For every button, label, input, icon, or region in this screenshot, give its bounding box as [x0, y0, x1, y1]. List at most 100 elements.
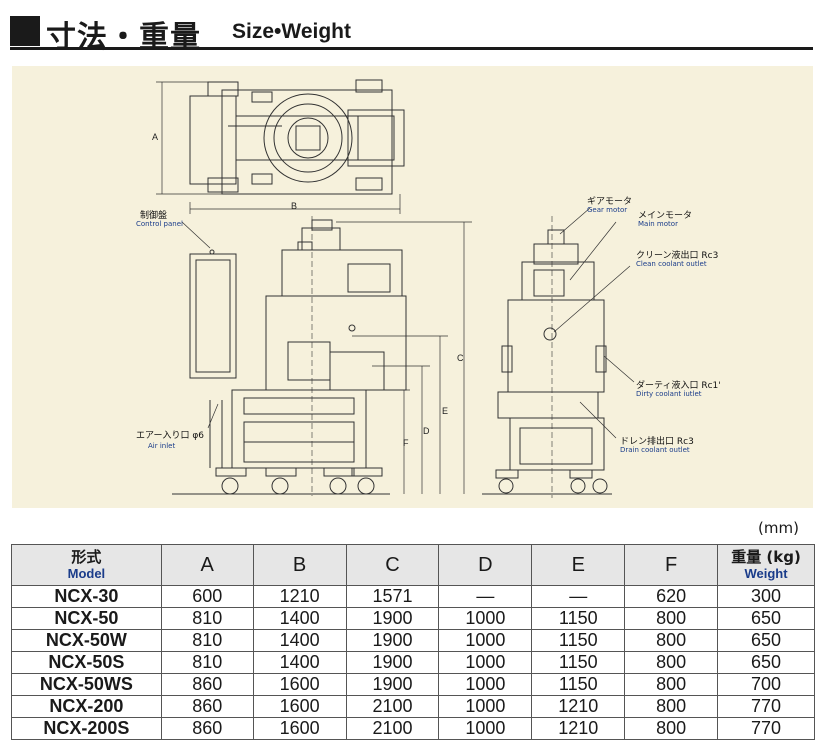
cell-model: NCX-50WS [11, 673, 162, 696]
cell-b: 1600 [252, 695, 347, 718]
cell-a: 860 [160, 673, 254, 696]
cell-b: 1400 [252, 607, 347, 630]
dim-label-d: D [423, 426, 430, 436]
table-row: NCX-200S 860 1600 2100 1000 1210 800 770 [11, 717, 815, 740]
cell-weight: 650 [717, 651, 815, 674]
header-weight-jp: 重量 (kg) [731, 548, 801, 566]
cell-f: 800 [624, 695, 719, 718]
header-f: F [624, 544, 719, 586]
machine-drawing-svg [156, 79, 635, 498]
header-model: 形式 Model [11, 544, 162, 586]
header-model-jp: 形式 [71, 548, 102, 566]
header-e: E [531, 544, 626, 586]
control-panel-label-en: Control panel [136, 220, 183, 228]
header-square-icon [10, 16, 40, 46]
main-motor-label-en: Main motor [638, 220, 678, 228]
header-c: C [345, 544, 440, 586]
cell-f: 800 [624, 651, 719, 674]
table-row: NCX-50S 810 1400 1900 1000 1150 800 650 [11, 651, 815, 674]
dim-label-c: C [457, 353, 464, 363]
cell-e: 1150 [531, 651, 626, 674]
cell-model: NCX-50W [11, 629, 162, 652]
gear-motor-label-en: Gear motor [587, 206, 628, 214]
table-row: NCX-200 860 1600 2100 1000 1210 800 770 [11, 695, 815, 718]
cell-e: 1150 [531, 673, 626, 696]
cell-f: 800 [624, 629, 719, 652]
front-view [172, 216, 407, 496]
dirty-inlet-label-en: Dirty coolant iutlet [636, 390, 702, 398]
cell-weight: 770 [717, 717, 815, 740]
dim-label-e: E [442, 406, 449, 416]
gear-motor-label-jp: ギアモータ [587, 197, 633, 207]
header-weight-en: Weight [744, 566, 788, 581]
cell-a: 860 [160, 717, 254, 740]
cell-c: 1900 [345, 629, 440, 652]
cell-c: 1900 [345, 673, 440, 696]
header-weight: 重量 (kg) Weight [717, 544, 815, 586]
clean-outlet-label-en: Clean coolant outlet [636, 260, 707, 268]
header-model-en: Model [67, 566, 106, 581]
cell-e: 1210 [531, 695, 626, 718]
air-inlet-label-en: Air inlet [148, 442, 176, 450]
cell-model: NCX-50S [11, 651, 162, 674]
spec-table: 形式 Model A B C D E F 重量 (kg) Weight NCX-… [11, 544, 815, 740]
cell-d: 1000 [438, 629, 533, 652]
control-panel-label-jp: 制御盤 [140, 211, 168, 221]
header-title-en: Size•Weight [232, 20, 351, 43]
table-row: NCX-50W 810 1400 1900 1000 1150 800 650 [11, 629, 815, 652]
air-inlet-label-jp: エアー入り口 φ6 [136, 431, 204, 441]
top-view [189, 79, 405, 195]
cell-f: 620 [624, 585, 719, 608]
header-a: A [160, 544, 254, 586]
drain-outlet-label-en: Drain coolant outlet [620, 446, 690, 454]
cell-model: NCX-200 [11, 695, 162, 718]
cell-e: 1150 [531, 607, 626, 630]
cell-d: 1000 [438, 607, 533, 630]
cell-a: 810 [160, 607, 254, 630]
cell-c: 2100 [345, 717, 440, 740]
cell-b: 1600 [252, 717, 347, 740]
header-d: D [438, 544, 533, 586]
dirty-inlet-label-jp: ダーティ液入口 Rc1' [636, 381, 721, 391]
cell-d: 1000 [438, 695, 533, 718]
table-row: NCX-50 810 1400 1900 1000 1150 800 650 [11, 607, 815, 630]
dim-label-f: F [403, 438, 409, 448]
cell-weight: 700 [717, 673, 815, 696]
cell-d: 1000 [438, 717, 533, 740]
cell-a: 810 [160, 629, 254, 652]
cell-weight: 300 [717, 585, 815, 608]
table-row: NCX-50WS 860 1600 1900 1000 1150 800 700 [11, 673, 815, 696]
cell-d: 1000 [438, 673, 533, 696]
cell-a: 860 [160, 695, 254, 718]
cell-d: — [438, 585, 533, 608]
cell-weight: 650 [717, 607, 815, 630]
cell-e: — [531, 585, 626, 608]
cell-model: NCX-30 [11, 585, 162, 608]
cell-b: 1600 [252, 673, 347, 696]
cell-f: 800 [624, 607, 719, 630]
cell-b: 1400 [252, 651, 347, 674]
drain-outlet-label-jp: ドレン排出口 Rc3 [620, 437, 694, 447]
cell-a: 600 [160, 585, 254, 608]
cell-d: 1000 [438, 651, 533, 674]
main-motor-label-jp: メインモータ [638, 211, 693, 221]
cell-f: 800 [624, 717, 719, 740]
header-rule [10, 47, 813, 50]
cell-c: 2100 [345, 695, 440, 718]
side-view [482, 216, 612, 498]
cell-a: 810 [160, 651, 254, 674]
dim-label-b: B [291, 201, 298, 211]
cell-b: 1210 [252, 585, 347, 608]
clean-outlet-label-jp: クリーン液出口 Rc3 [636, 251, 719, 261]
cell-e: 1210 [531, 717, 626, 740]
dim-label-a: A [152, 132, 159, 142]
cell-weight: 770 [717, 695, 815, 718]
header-b: B [252, 544, 347, 586]
section-header: 寸法・重量 Size•Weight [10, 6, 813, 55]
table-header-row: 形式 Model A B C D E F 重量 (kg) Weight [11, 544, 815, 586]
unit-label: (mm) [758, 519, 799, 537]
dimension-drawing: A B C D E F 制御盤 Control panel ギアモータ Gear… [12, 66, 813, 508]
cell-f: 800 [624, 673, 719, 696]
cell-model: NCX-50 [11, 607, 162, 630]
cell-model: NCX-200S [11, 717, 162, 740]
